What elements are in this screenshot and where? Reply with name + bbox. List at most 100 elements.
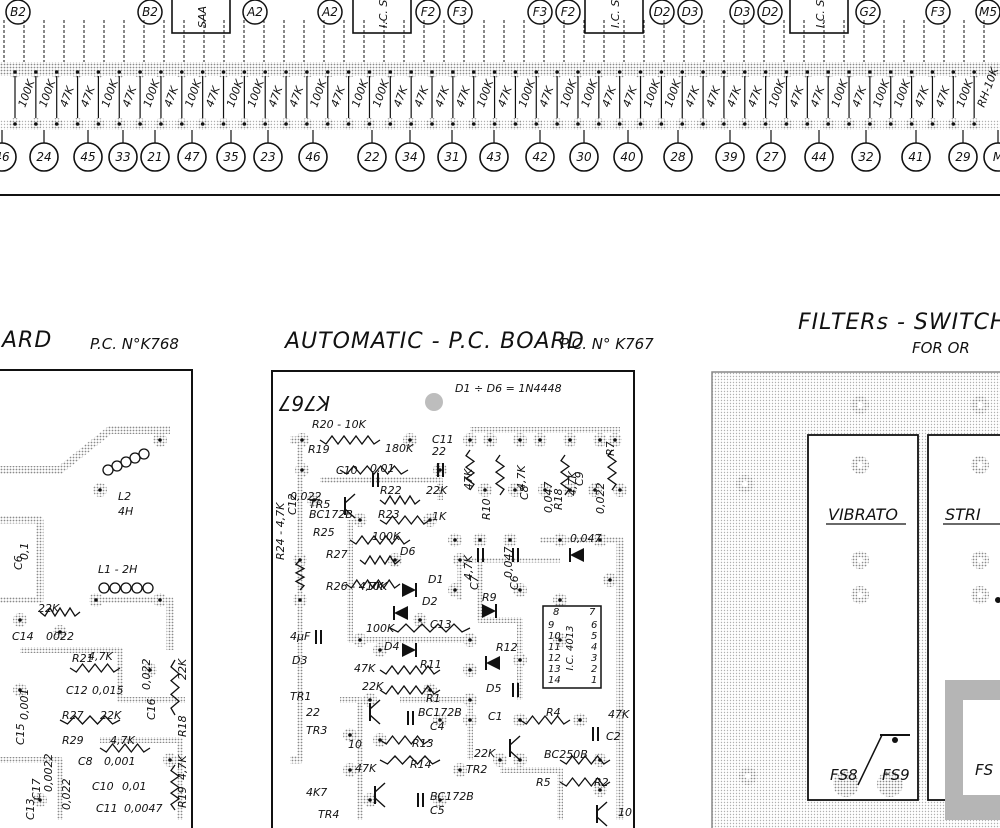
auto-component-label: R19 [308, 443, 330, 456]
resistor-value: 47K [57, 84, 77, 109]
pin-circle [253, 142, 283, 172]
pad-hole [977, 557, 983, 563]
pad-hole [430, 122, 434, 126]
ic-pin: 7 [589, 607, 596, 618]
pad-hole [826, 70, 830, 74]
auto-component-label: R20 - 10K [312, 418, 367, 431]
auto-component-label: C7 [468, 575, 481, 590]
coil-turn [131, 582, 143, 594]
copper-trace [500, 767, 563, 820]
pad-hole [325, 122, 330, 126]
pad-hole [638, 70, 643, 74]
copper-trace [347, 520, 470, 643]
pin-number: 39 [722, 150, 737, 164]
auto-component-label: 4K7 [306, 786, 327, 799]
resistor-symbol [39, 606, 81, 618]
resistor-value: 47K [495, 84, 515, 109]
top-ic-label: I.C. SAA [609, 0, 622, 28]
pad-hole [558, 538, 562, 542]
pad-hole [438, 798, 442, 802]
left-component-label: 22K [100, 709, 122, 722]
resistor-symbol [349, 534, 411, 546]
pad-hole [409, 70, 413, 74]
pin-circle [395, 142, 425, 172]
pad-hole [305, 70, 309, 74]
top-traces [0, 20, 1000, 130]
resistor-value: 100K [662, 77, 684, 109]
auto-component-label: C1 [488, 710, 503, 723]
pad-hole [300, 468, 304, 472]
pad-hole [977, 462, 983, 468]
pad-hole [826, 122, 830, 126]
pad-hole [847, 122, 851, 126]
pad-hole [388, 122, 393, 126]
pin-number: 35 [223, 150, 238, 164]
left-component-label: 22K [38, 602, 60, 615]
pad-hole [75, 122, 80, 126]
upper-pad-label: F3 [533, 5, 548, 19]
switch-lever [857, 734, 883, 786]
resistor-symbol [389, 623, 471, 633]
left-component-label: L2 [118, 490, 131, 503]
left-component-label: R18 [176, 715, 189, 737]
switch-fs9: FS9 [882, 766, 910, 784]
pad-hole [508, 538, 512, 542]
upper-pad [242, 0, 268, 25]
pad-hole [38, 798, 42, 802]
resistor-value: 100K [245, 77, 267, 109]
pad-hole [483, 488, 487, 492]
left-component-label: 0,0022 [42, 754, 55, 793]
pad-hole [518, 658, 522, 662]
pad-hole [159, 122, 163, 126]
pad-hole [263, 122, 268, 126]
transistor-collector [596, 801, 608, 812]
auto-component-label: R27 [326, 548, 348, 561]
switch-pad [877, 771, 903, 797]
top-ic-label: I.C. SAA [377, 0, 390, 28]
coil-turn [129, 452, 141, 464]
transistor-collector [369, 699, 381, 710]
ic-pin: 8 [553, 607, 559, 618]
left-component-label: 0,022 [140, 659, 153, 691]
pad-hole [34, 70, 38, 74]
pin-number: 42 [532, 150, 547, 164]
pad-hole [358, 638, 362, 642]
auto-component-label: 4,7K [515, 465, 528, 490]
upper-pad-label: D2 [762, 5, 779, 19]
pad-hole [458, 558, 462, 562]
upper-pad-label: D3 [682, 5, 699, 19]
left-component-label: 0022 [46, 630, 74, 643]
pad-hole [909, 122, 914, 126]
pin-number: 43 [486, 150, 501, 164]
pad-hole [518, 438, 522, 442]
left-component-label: R27 [62, 709, 84, 722]
pad-hole [13, 70, 17, 74]
pad-hole [451, 70, 455, 74]
upper-pad-label: M5 [979, 5, 997, 19]
diode-symbol [402, 643, 416, 657]
pad-hole [58, 630, 62, 634]
pad-hole [298, 598, 302, 602]
resistor-symbol [379, 514, 431, 526]
pad-hole [159, 70, 163, 74]
pad-hole [451, 122, 455, 126]
pad-hole [857, 402, 863, 408]
auto-component-label: 22K [474, 747, 496, 760]
auto-component-label: C12 [286, 493, 299, 515]
auto-component-label: 47K [354, 662, 376, 675]
auto-component-label: C8 [518, 485, 531, 500]
pin-number: 45 [80, 150, 95, 164]
pin-circle [525, 142, 555, 172]
resistor-symbol [169, 764, 181, 811]
pad-hole [54, 122, 59, 126]
pad-hole [346, 122, 351, 126]
auto-component-label: R11 [420, 658, 442, 671]
left-component-label: R19 [176, 786, 189, 808]
transistor-emitter [369, 714, 381, 725]
pad-hole [930, 70, 935, 74]
pad-hole [458, 768, 462, 772]
resistor-value: 47K [453, 84, 473, 109]
resistor-symbol [99, 742, 151, 754]
pad-hole [617, 70, 622, 74]
